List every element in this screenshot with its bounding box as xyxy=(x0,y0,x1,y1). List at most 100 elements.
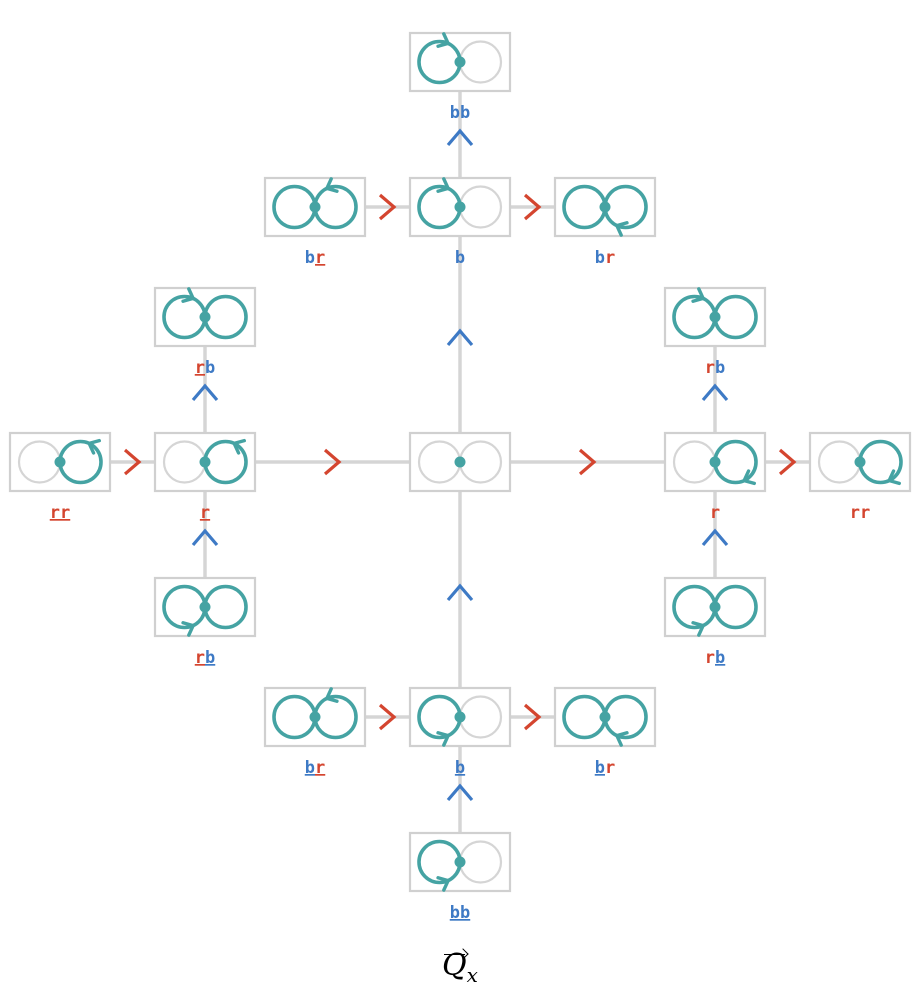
generator-letter: r xyxy=(605,758,615,778)
generator-letter: b xyxy=(305,248,315,268)
red-generator-chevron-3 xyxy=(323,448,342,476)
node-label-b_up: b xyxy=(455,248,465,268)
base-point-dot xyxy=(454,201,466,213)
base-point-dot xyxy=(454,856,466,868)
base-point-dot xyxy=(199,311,211,323)
base-point-dot xyxy=(309,711,321,723)
loop-direction-arrow-icon xyxy=(887,469,901,486)
red-generator-chevron-10 xyxy=(378,703,397,731)
node-label-r_left: r xyxy=(200,503,210,523)
loop-direction-arrow-icon xyxy=(615,221,629,237)
red-generator-chevron-2 xyxy=(578,448,597,476)
base-point-dot xyxy=(454,56,466,68)
node-bb_top: bb xyxy=(408,31,512,123)
loop-direction-arrow-icon xyxy=(232,438,246,455)
node-label-rb_lr: rb xyxy=(705,648,726,668)
node-rb_ur: rb xyxy=(663,286,767,378)
base-point-dot xyxy=(599,201,611,213)
blue-generator-chevron-5 xyxy=(446,783,474,802)
base-point-dot xyxy=(709,601,721,613)
node-rb_ul: rb xyxy=(153,286,257,378)
node-rr_left: rr xyxy=(8,431,112,523)
diagram-caption: Qx xyxy=(0,948,920,987)
loop-direction-arrow-icon xyxy=(436,32,450,48)
node-br_ur: br xyxy=(553,176,657,268)
inverse-generator-letter: bb xyxy=(450,903,470,923)
loop-direction-arrow-icon xyxy=(436,731,450,747)
inverse-generator-letter: b xyxy=(715,648,725,668)
base-point-dot xyxy=(54,456,66,468)
blue-generator-chevron-12 xyxy=(191,383,219,402)
node-label-br_ul: br xyxy=(305,248,326,268)
red-generator-chevron-8 xyxy=(378,193,397,221)
blue-generator-chevron-14 xyxy=(701,383,729,402)
node-br_ll: br xyxy=(263,686,367,778)
node-b_down: b xyxy=(408,686,512,778)
node-bb_bottom: bb xyxy=(408,831,512,923)
node-label-rb_ul: rb xyxy=(195,358,216,378)
loop-direction-arrow-icon xyxy=(691,621,705,637)
inverse-generator-letter: b xyxy=(305,758,315,778)
node-label-r_right: r xyxy=(710,503,720,523)
base-point-dot xyxy=(709,311,721,323)
red-generator-chevron-6 xyxy=(778,448,797,476)
node-label-rr_left: rr xyxy=(50,503,70,523)
loop-direction-arrow-icon xyxy=(742,469,756,486)
node-rb_ll: rb xyxy=(153,576,257,668)
inverse-generator-letter: rr xyxy=(50,503,70,523)
loop-direction-arrow-icon xyxy=(181,621,195,637)
loop-direction-arrow-icon xyxy=(615,731,629,747)
inverse-generator-letter: r xyxy=(195,358,205,378)
base-point-dot xyxy=(709,456,721,468)
caption-symbol: Q xyxy=(442,948,467,983)
base-point-dot xyxy=(454,456,466,468)
blue-generator-chevron-0 xyxy=(446,328,474,347)
loop-direction-arrow-icon xyxy=(691,287,705,303)
node-r_left: r xyxy=(153,431,257,523)
loop-direction-arrow-icon xyxy=(181,287,195,303)
node-label-rb_ur: rb xyxy=(705,358,726,378)
node-rr_right: rr xyxy=(808,431,912,523)
generator-letter: r xyxy=(605,248,615,268)
loop-direction-arrow-icon xyxy=(325,177,339,193)
base-point-dot xyxy=(309,201,321,213)
node-label-rr_right: rr xyxy=(850,503,870,523)
inverse-generator-letter: b xyxy=(455,758,465,778)
blue-generator-chevron-4 xyxy=(446,128,474,147)
inverse-generator-letter: b xyxy=(205,648,215,668)
inverse-generator-letter: r xyxy=(195,648,205,668)
loop-direction-arrow-icon xyxy=(325,687,339,703)
red-generator-chevron-9 xyxy=(523,193,542,221)
loop-direction-arrow-icon xyxy=(87,438,101,455)
node-center xyxy=(408,431,512,493)
node-label-bb_bottom: bb xyxy=(450,903,470,923)
inverse-generator-letter: r xyxy=(200,503,210,523)
base-point-dot xyxy=(199,456,211,468)
caption-subscript: x xyxy=(466,963,478,987)
base-point-dot xyxy=(599,711,611,723)
generator-letter: r xyxy=(705,648,715,668)
node-r_right: r xyxy=(663,431,767,523)
node-rb_lr: rb xyxy=(663,576,767,668)
generator-letter: r xyxy=(705,358,715,378)
generator-letter: b xyxy=(205,358,215,378)
base-point-dot xyxy=(854,456,866,468)
node-b_up: b xyxy=(408,176,512,268)
generator-letter: b xyxy=(595,248,605,268)
inverse-generator-letter: r xyxy=(315,248,325,268)
base-point-dot xyxy=(199,601,211,613)
inverse-generator-letter: b xyxy=(595,758,605,778)
red-generator-chevron-11 xyxy=(523,703,542,731)
node-label-br_ur: br xyxy=(595,248,616,268)
blue-generator-chevron-1 xyxy=(446,583,474,602)
generator-letter: b xyxy=(455,248,465,268)
node-label-br_ll: br xyxy=(305,758,326,778)
red-generator-chevron-7 xyxy=(123,448,142,476)
blue-generator-chevron-13 xyxy=(191,528,219,547)
generator-letter: r xyxy=(710,503,720,523)
node-label-b_down: b xyxy=(455,758,465,778)
generator-letter: bb xyxy=(450,103,470,123)
base-point-dot xyxy=(454,711,466,723)
